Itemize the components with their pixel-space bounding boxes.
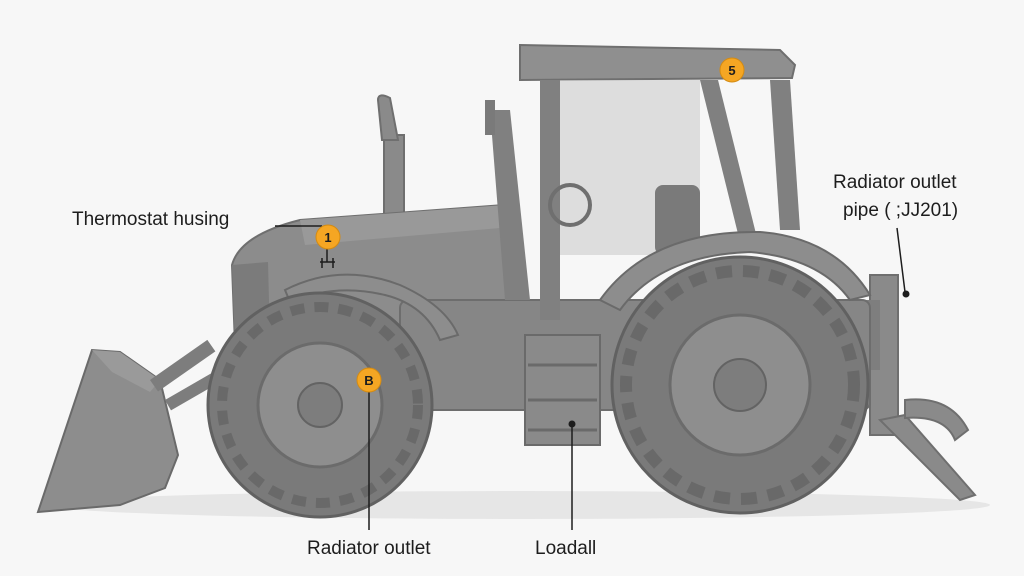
label-thermostat: Thermostat husing — [72, 209, 230, 230]
marker-radiator-pipe — [902, 290, 910, 298]
badge-radiator-pipe: 5 — [719, 57, 745, 83]
svg-text:1: 1 — [324, 230, 331, 245]
badge-thermostat: 1 — [315, 224, 341, 250]
label-radiator-pipe-line2: pipe ( ;JJ201) — [843, 200, 959, 221]
rear-fender — [598, 230, 872, 312]
leader-radiator-pipe — [896, 227, 906, 293]
loader-bucket — [36, 339, 223, 514]
leader-lines — [275, 225, 906, 530]
front-wheel — [206, 291, 434, 519]
svg-text:B: B — [364, 373, 373, 388]
exhaust-stack — [376, 94, 405, 216]
access-steps — [524, 334, 601, 446]
svg-text:5: 5 — [728, 63, 735, 78]
label-loadall: Loadall — [535, 538, 597, 559]
front-fender — [283, 273, 460, 342]
label-radiator-pipe-line1: Radiator outlet — [833, 172, 957, 193]
marker-loadall — [568, 420, 576, 428]
ground-shadow — [50, 491, 990, 519]
badge-radiator-outlet: B — [356, 367, 382, 393]
label-radiator-outlet: Radiator outlet — [307, 538, 431, 559]
rear-wheel — [610, 255, 870, 515]
marker-thermostat — [320, 258, 335, 268]
cab — [485, 43, 800, 320]
